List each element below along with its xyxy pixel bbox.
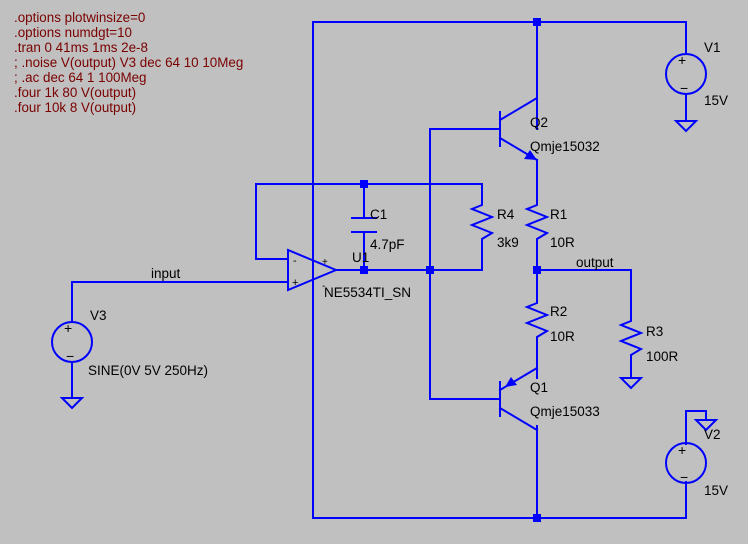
label-v2-name: V2 bbox=[704, 427, 721, 442]
label-v3-value: SINE(0V 5V 250Hz) bbox=[88, 363, 208, 378]
label-r1-value: 10R bbox=[550, 235, 575, 250]
junctions bbox=[360, 18, 541, 522]
directive-line[interactable]: .options numdgt=10 bbox=[14, 25, 132, 40]
label-c1-name: C1 bbox=[370, 207, 387, 222]
label-v1-value: 15V bbox=[704, 93, 728, 108]
label-q1-value: Qmje15033 bbox=[530, 404, 600, 419]
voltage-source-v1[interactable]: + − bbox=[665, 52, 707, 96]
label-u1-value: NE5534TI_SN bbox=[324, 285, 411, 300]
label-r2-value: 10R bbox=[550, 329, 575, 344]
supply-plus-sign: + bbox=[322, 257, 328, 268]
wire-v2-ground bbox=[685, 410, 707, 445]
wire-input bbox=[71, 281, 289, 323]
minus-sign: − bbox=[680, 80, 688, 96]
ground-symbols bbox=[59, 120, 719, 432]
junction-dot bbox=[360, 180, 368, 188]
net-label-input: input bbox=[151, 266, 181, 281]
label-v2-value: 15V bbox=[704, 483, 728, 498]
junction-dot bbox=[426, 266, 434, 274]
resistor-r1[interactable] bbox=[524, 198, 550, 246]
label-u1-name: U1 bbox=[352, 250, 369, 265]
label-r3-value: 100R bbox=[646, 349, 679, 364]
wire-bases bbox=[429, 128, 501, 400]
wires bbox=[71, 21, 707, 519]
label-q1-name: Q1 bbox=[530, 380, 548, 395]
label-r2-name: R2 bbox=[550, 304, 567, 319]
ground-icon bbox=[693, 419, 719, 432]
ground-icon bbox=[618, 377, 644, 390]
transistor-q1[interactable] bbox=[498, 366, 539, 432]
net-label-output: output bbox=[576, 255, 614, 270]
label-v1-name: V1 bbox=[704, 40, 721, 55]
directive-line[interactable]: .tran 0 41ms 1ms 2e-8 bbox=[14, 40, 148, 55]
capacitor-c1[interactable] bbox=[351, 217, 377, 233]
label-r4-value: 3k9 bbox=[497, 235, 519, 250]
supply-minus-sign: - bbox=[322, 281, 325, 292]
voltage-source-v3[interactable]: + − bbox=[51, 320, 93, 364]
plus-sign: + bbox=[64, 320, 72, 336]
directive-line[interactable]: ; .ac dec 64 1 100Meg bbox=[14, 70, 147, 85]
minus-sign: − bbox=[66, 348, 74, 364]
label-c1-value: 4.7pF bbox=[370, 237, 405, 252]
noninverting-input-sign: + bbox=[292, 277, 298, 289]
resistor-r4[interactable] bbox=[469, 198, 495, 246]
plus-sign: + bbox=[678, 442, 686, 458]
voltage-source-v2[interactable]: + − bbox=[665, 442, 707, 485]
wire-opamp-out bbox=[335, 244, 483, 271]
wire-output-r3 bbox=[536, 269, 632, 316]
opamp-u1[interactable]: - + + - bbox=[287, 248, 339, 292]
junction-dot bbox=[360, 266, 368, 274]
directive-line[interactable]: .options plotwinsize=0 bbox=[14, 10, 146, 25]
directive-line[interactable]: .four 10k 8 V(output) bbox=[14, 100, 137, 115]
directive-line[interactable]: ; .noise V(output) V3 dec 64 10 10Meg bbox=[14, 55, 244, 70]
wire-top-rail bbox=[312, 21, 687, 433]
ground-icon bbox=[673, 120, 699, 133]
minus-sign: − bbox=[680, 469, 688, 485]
transistor-q2[interactable] bbox=[498, 89, 539, 169]
label-r1-name: R1 bbox=[550, 207, 567, 222]
wire-bottom-rail bbox=[312, 431, 687, 519]
label-r3-name: R3 bbox=[646, 324, 663, 339]
label-q2-name: Q2 bbox=[530, 115, 548, 130]
label-r4-name: R4 bbox=[497, 207, 515, 222]
directive-line[interactable]: .four 1k 80 V(output) bbox=[14, 85, 137, 100]
junction-dot bbox=[533, 18, 541, 26]
label-q2-value: Qmje15032 bbox=[530, 139, 600, 154]
component-labels: V1 15V V2 15V V3 SINE(0V 5V 250Hz) U1 NE… bbox=[88, 40, 728, 498]
junction-dot bbox=[533, 514, 541, 522]
junction-dot bbox=[533, 266, 541, 274]
resistor-r2[interactable] bbox=[524, 296, 550, 344]
wire-feedback bbox=[255, 183, 483, 260]
label-v3-name: V3 bbox=[90, 308, 107, 323]
plus-sign: + bbox=[678, 52, 686, 68]
resistor-r3[interactable] bbox=[618, 314, 644, 364]
inverting-input-sign: - bbox=[293, 255, 297, 267]
ground-icon bbox=[59, 397, 85, 410]
